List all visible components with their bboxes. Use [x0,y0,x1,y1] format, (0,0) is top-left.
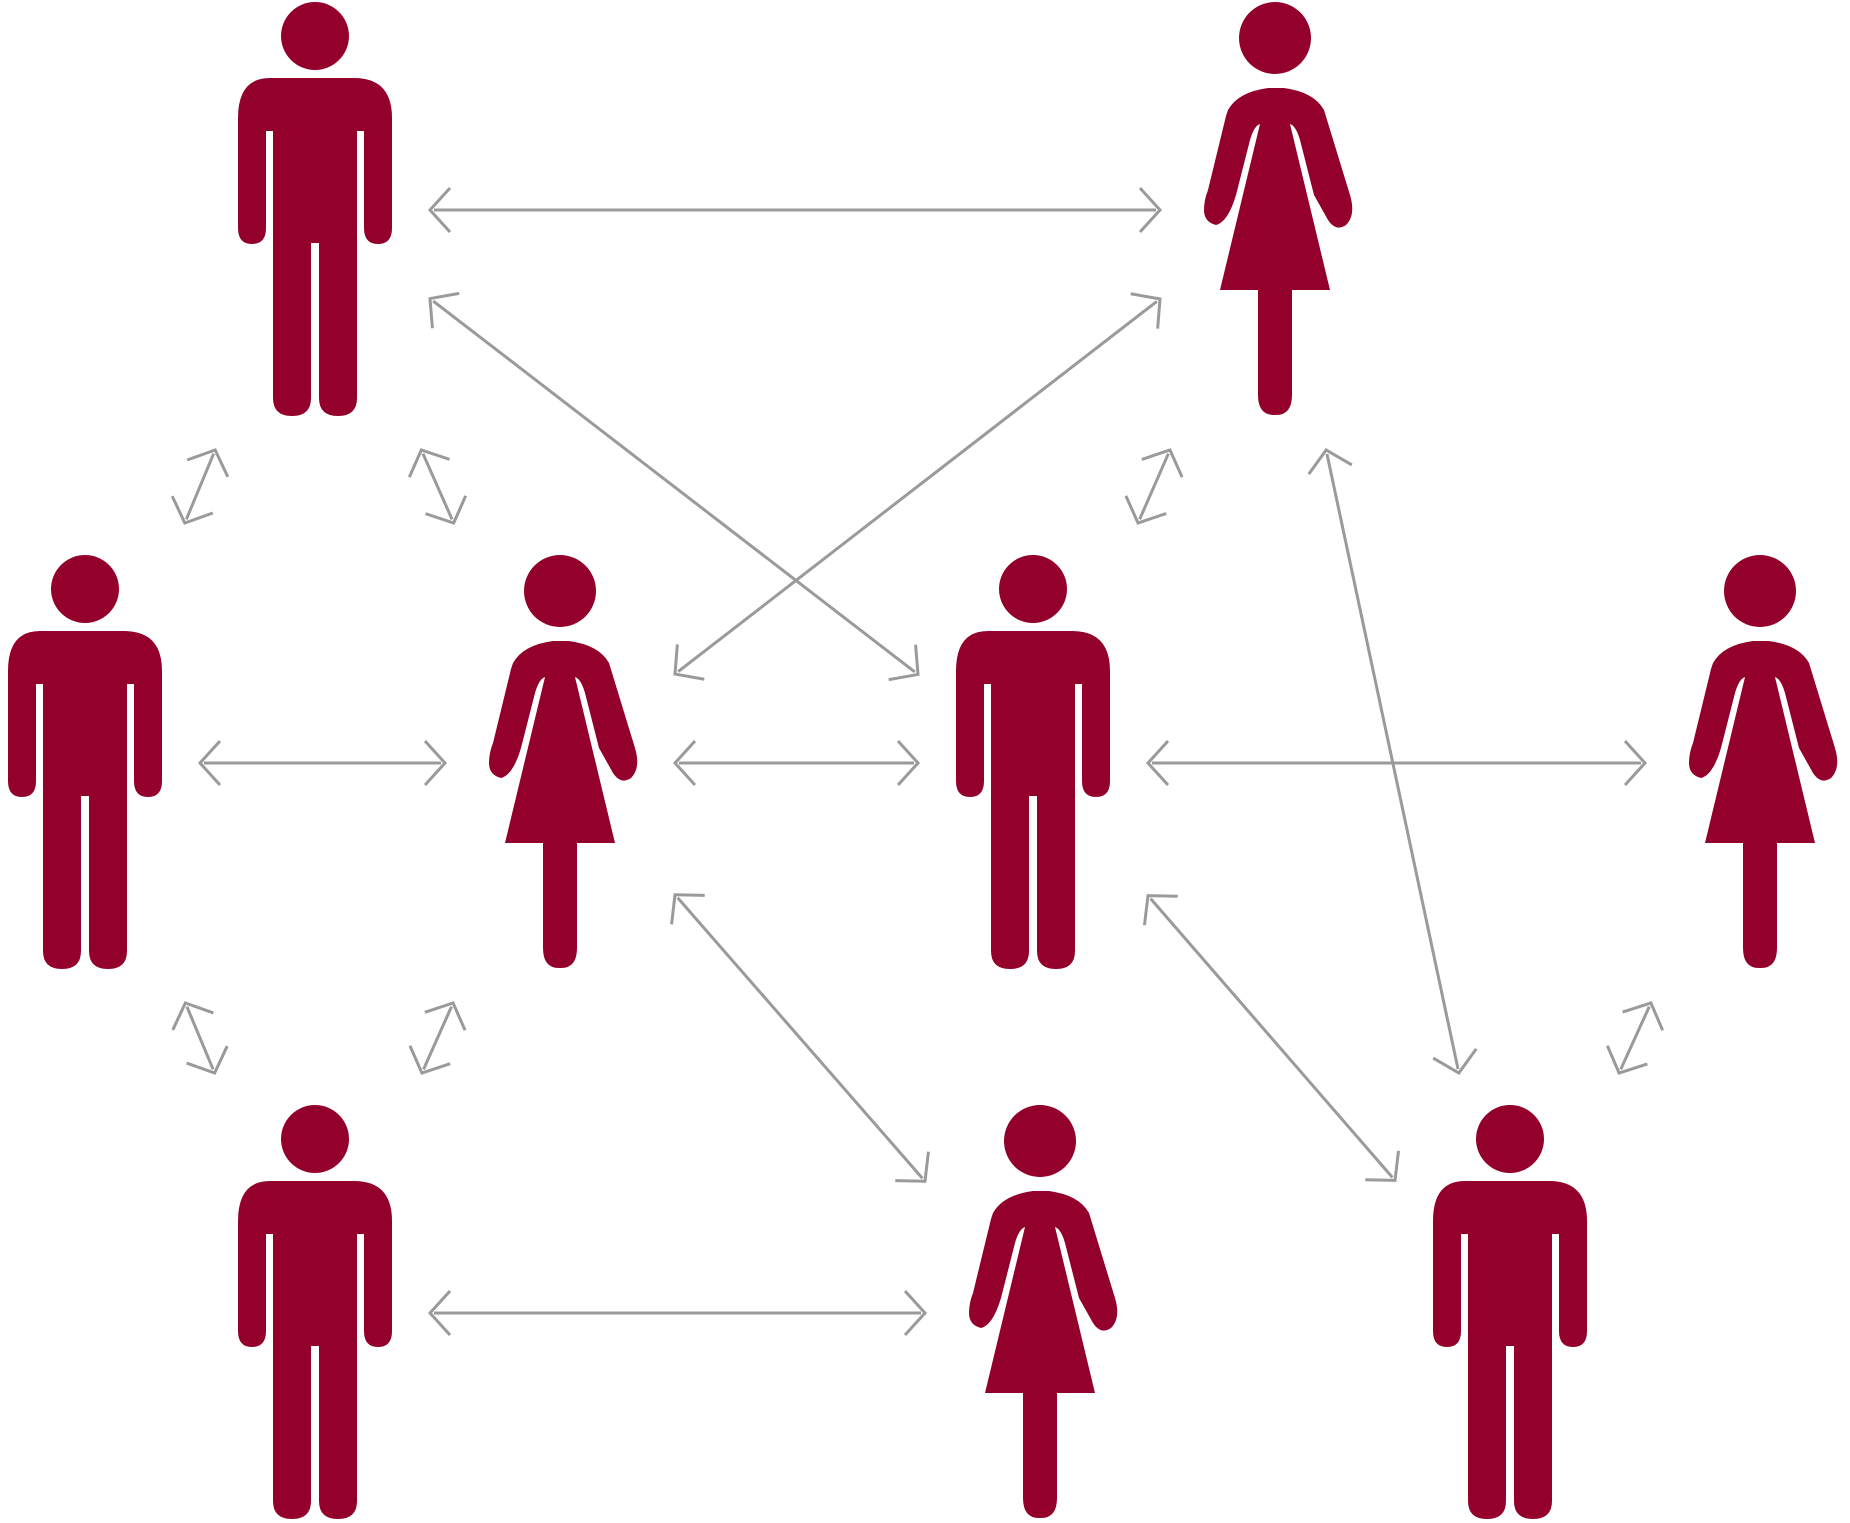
arrowhead-icon [186,1045,229,1075]
arrowhead-icon [1365,1150,1401,1182]
arrowhead-icon [186,448,230,478]
arrowhead-icon [1130,292,1162,329]
bidirectional-link [672,739,921,787]
link-line [184,453,216,520]
arrowhead-icon [171,1001,214,1031]
woman-icon [969,1105,1118,1518]
arrowhead-icon [197,739,222,787]
bidirectional-link [1124,448,1184,525]
arrowhead-icon [1307,448,1353,476]
bidirectional-link [408,1001,467,1075]
man-icon [1433,1105,1587,1519]
link-line [1619,1006,1651,1070]
arrowhead-icon [407,448,451,478]
arrowhead-icon [1605,1045,1648,1075]
arrowhead-icon [896,739,921,787]
arrowhead-icon [427,1289,452,1337]
link-line [1149,897,1394,1179]
link-line [432,299,916,674]
man-icon [238,2,392,416]
arrowhead-icon [1124,495,1167,525]
arrowhead-icon [408,1045,451,1075]
bidirectional-link [1145,739,1648,787]
arrowhead-icon [424,1001,467,1031]
arrowhead-icon [1432,1047,1478,1075]
arrowhead-icon [1622,1001,1665,1031]
bidirectional-link [427,186,1163,234]
bidirectional-link [1605,1001,1665,1075]
link-line [185,1006,215,1070]
link-line [677,300,1158,673]
bidirectional-link [427,1289,928,1337]
bidirectional-link [197,739,448,787]
man-icon [8,555,162,969]
arrowhead-icon [1145,739,1170,787]
man-icon [238,1105,392,1519]
arrowhead-icon [428,291,460,329]
arrowhead-icon [672,739,697,787]
arrowhead-icon [424,495,468,525]
arrowhead-icon [903,1289,928,1337]
arrowhead-icon [423,739,448,787]
arrowhead-icon [170,495,214,525]
woman-icon [489,555,638,968]
arrowhead-icon [427,186,452,234]
arrowhead-icon [895,1151,930,1183]
woman-icon [1689,555,1838,968]
link-line [421,453,454,520]
bidirectional-link [170,448,230,525]
link-line [422,1006,453,1070]
connection-links [170,186,1665,1337]
people-nodes [8,2,1838,1519]
arrowhead-icon [888,644,920,682]
arrowhead-icon [1141,448,1184,478]
woman-icon [1204,2,1353,415]
arrowhead-icon [673,644,705,681]
bidirectional-link [171,1001,229,1075]
bidirectional-link [428,291,920,682]
arrowhead-icon [1138,186,1163,234]
arrowhead-icon [670,893,705,925]
bidirectional-link [670,893,930,1183]
bidirectional-link [1142,894,1401,1182]
link-line [1138,453,1170,520]
arrowhead-icon [1142,894,1178,926]
arrowhead-icon [1623,739,1648,787]
bidirectional-link [407,448,468,525]
link-line [676,896,924,1180]
bidirectional-link [673,292,1162,681]
man-icon [956,555,1110,969]
